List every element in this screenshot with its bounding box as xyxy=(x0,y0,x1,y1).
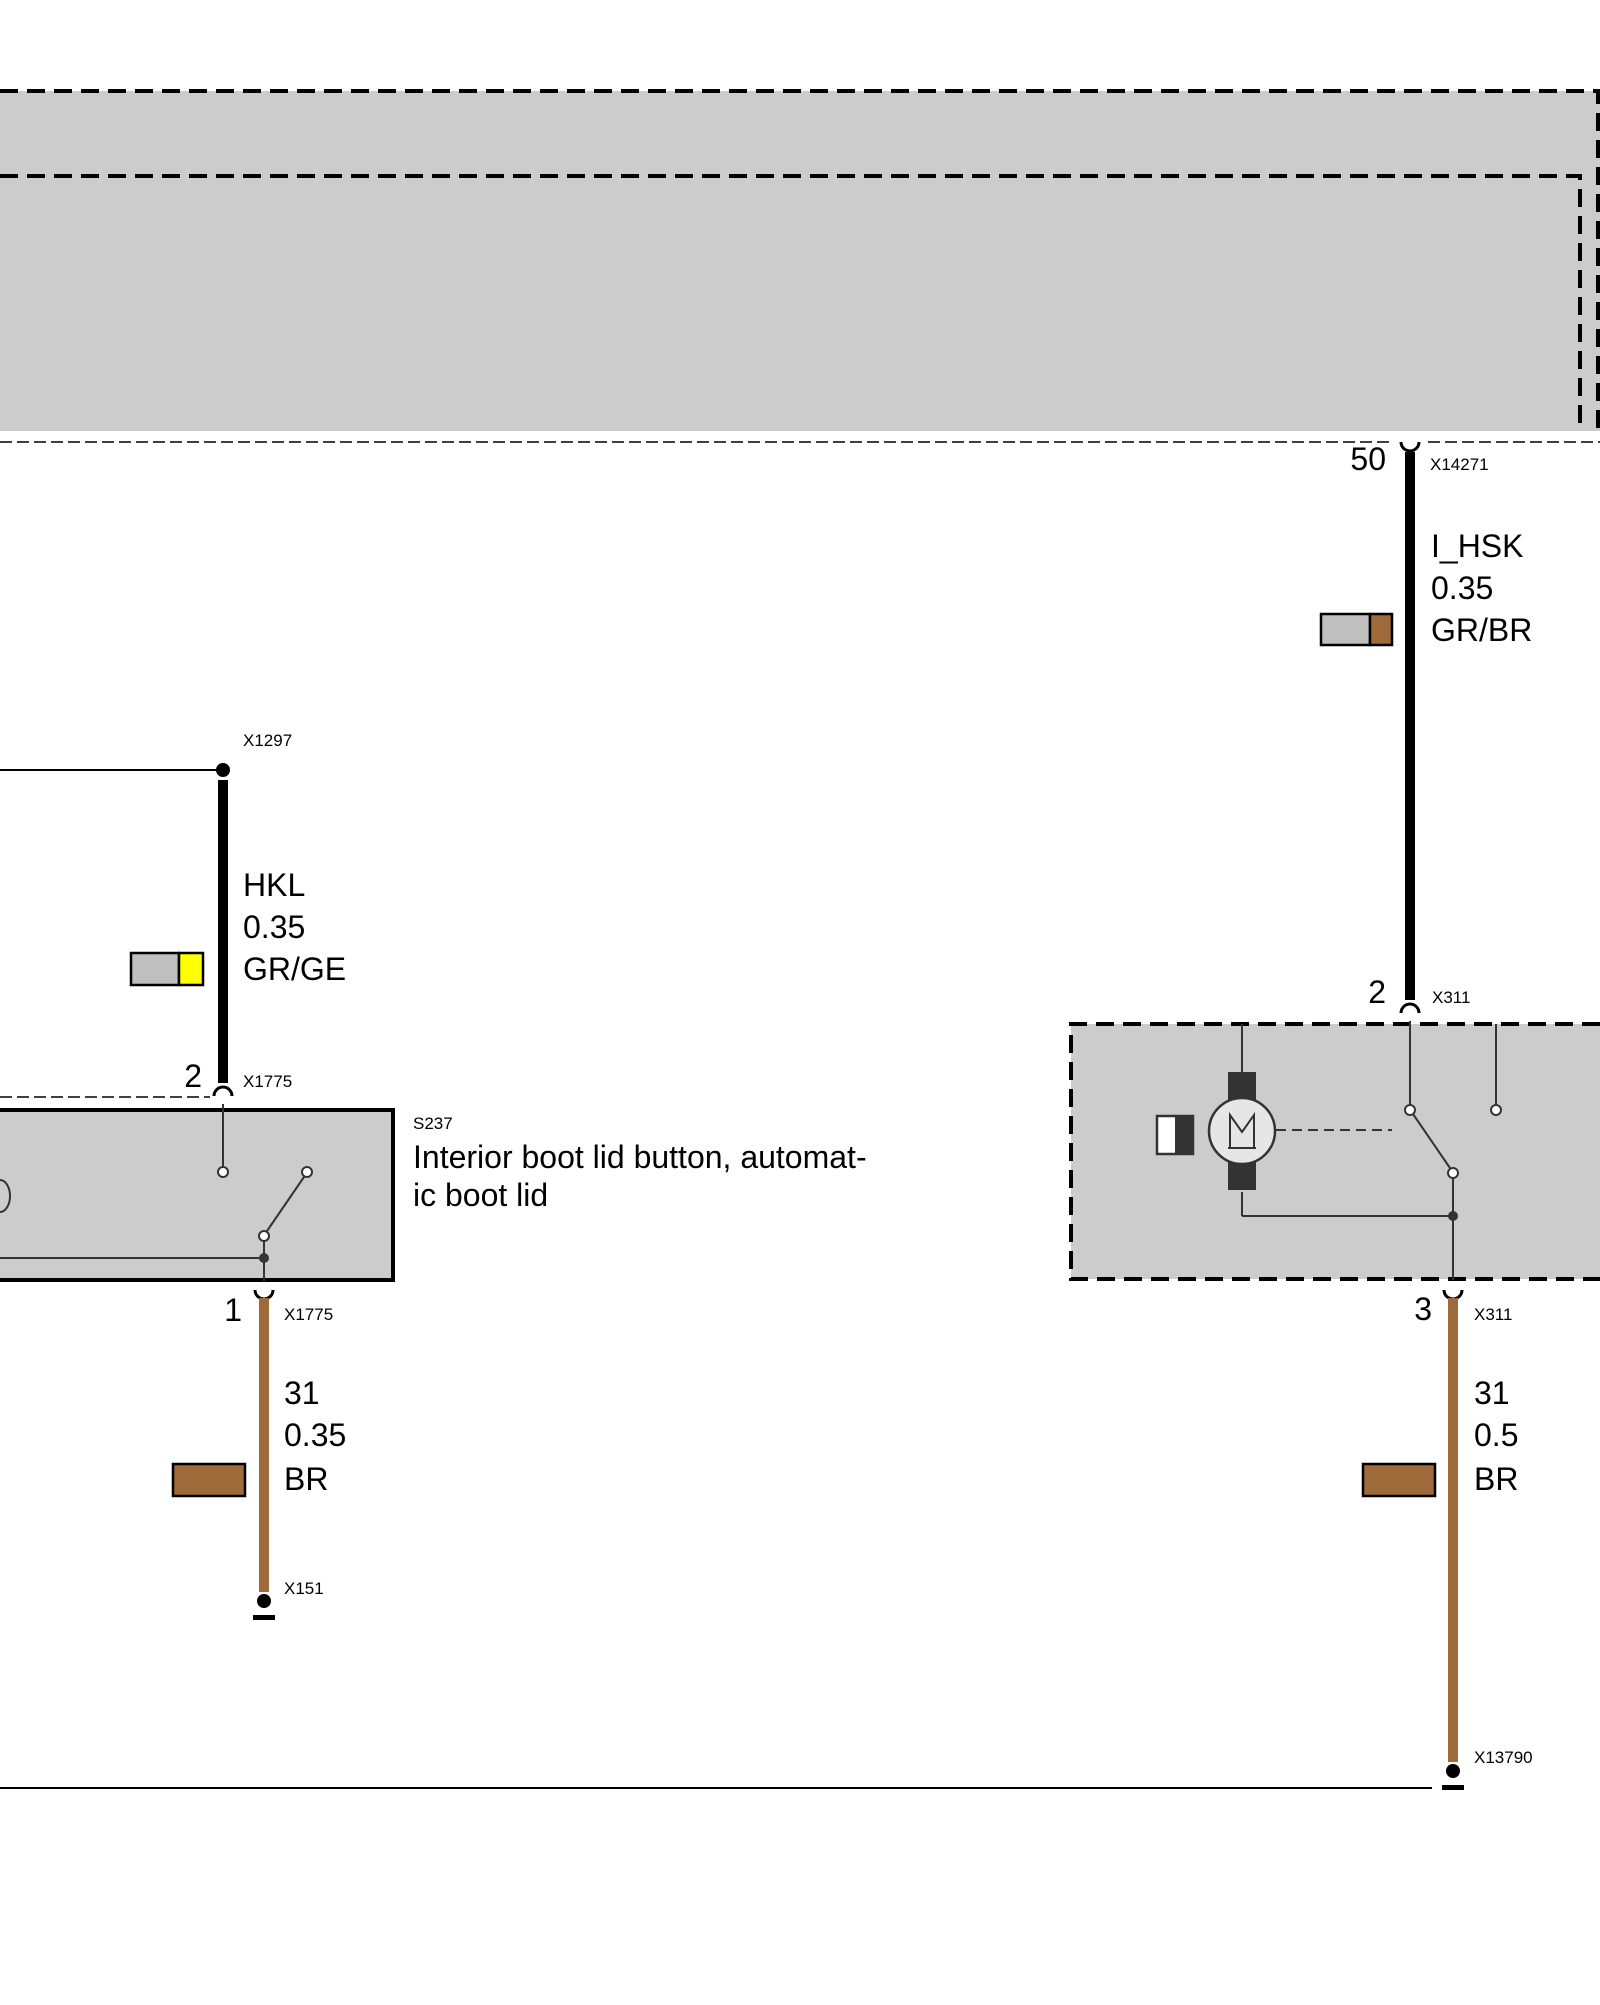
wire-signal: HKL xyxy=(243,867,305,903)
wire-label-ground-right: 31 0.5 BR xyxy=(1474,1375,1518,1497)
color-code-swatch-br xyxy=(1361,1462,1437,1498)
connector-x1775-bottom: 1 X1775 xyxy=(224,1289,333,1328)
color-code-swatch-gr-br xyxy=(1319,612,1394,647)
color-code-swatch-gr-ge xyxy=(129,951,205,987)
connector-label: X1775 xyxy=(284,1305,333,1324)
connector-label: X1297 xyxy=(243,731,292,750)
splice-x1297: X1297 xyxy=(0,731,292,777)
connector-x1775-top: 2 X1775 xyxy=(184,1058,292,1097)
connector-x311-top: 2 X311 xyxy=(1368,974,1470,1014)
connector-label: X13790 xyxy=(1474,1748,1533,1767)
ground-point-x13790: X13790 xyxy=(0,1748,1533,1790)
connector-label: X151 xyxy=(284,1579,324,1598)
wire-color-code: BR xyxy=(1474,1461,1518,1497)
connector-label: X14271 xyxy=(1430,455,1489,474)
pin-number: 1 xyxy=(224,1292,242,1328)
pin-number: 2 xyxy=(184,1058,202,1094)
ground-point-x151: X151 xyxy=(253,1579,324,1620)
connector-label: X311 xyxy=(1432,988,1470,1007)
component-name-line1: Interior boot lid button, automat- xyxy=(413,1139,867,1175)
wire-signal: 31 xyxy=(284,1375,320,1411)
wire-color-code: GR/GE xyxy=(243,951,346,987)
wire-color-code: GR/BR xyxy=(1431,612,1532,648)
connector-label: X1775 xyxy=(243,1072,292,1091)
wire-size: 0.35 xyxy=(1431,570,1493,606)
component-name-line2: ic boot lid xyxy=(413,1177,548,1213)
wire-label-hkl: HKL 0.35 GR/GE xyxy=(243,867,346,987)
wire-label-i-hsk: I_HSK 0.35 GR/BR xyxy=(1431,528,1532,648)
connector-x311-bottom: 3 X311 xyxy=(1414,1289,1512,1327)
wire-signal: I_HSK xyxy=(1431,528,1523,564)
control-unit-panel xyxy=(0,89,1600,443)
wire-size: 0.35 xyxy=(284,1417,346,1453)
wire-signal: 31 xyxy=(1474,1375,1510,1411)
wire-size: 0.5 xyxy=(1474,1417,1518,1453)
motor-component-box xyxy=(1069,1021,1600,1281)
wire-label-ground-left: 31 0.35 BR xyxy=(284,1375,346,1497)
s237-component-label: S237 Interior boot lid button, automat- … xyxy=(413,1114,867,1213)
connector-label: X311 xyxy=(1474,1305,1512,1324)
pin-number: 2 xyxy=(1368,974,1386,1010)
component-id: S237 xyxy=(413,1114,453,1133)
pin-number: 50 xyxy=(1350,441,1386,477)
motor-side-indicator-icon xyxy=(1155,1114,1195,1156)
color-code-swatch-br xyxy=(171,1462,247,1498)
connector-x14271: 50 X14271 xyxy=(1350,441,1488,477)
wire-size: 0.35 xyxy=(243,909,305,945)
motor-icon xyxy=(1207,1072,1277,1190)
pin-number: 3 xyxy=(1414,1291,1432,1327)
wire-color-code: BR xyxy=(284,1461,328,1497)
s237-component-box xyxy=(0,1104,395,1282)
